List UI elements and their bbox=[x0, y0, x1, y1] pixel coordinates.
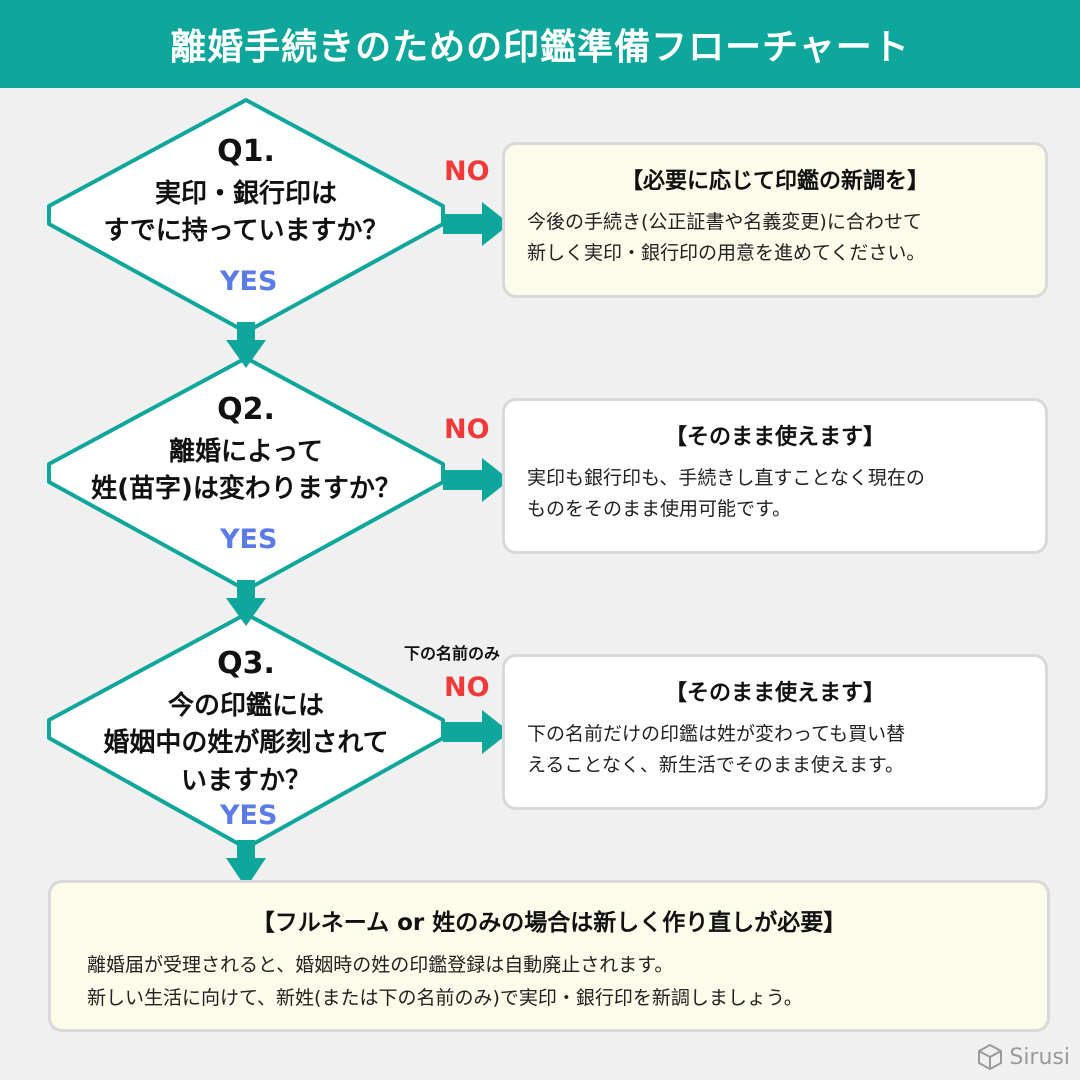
answer-box-2: 【そのまま使えます】 実印も銀行印も、手続きし直すことなく現在の ものをそのまま… bbox=[502, 398, 1048, 554]
arrow-down-1 bbox=[226, 322, 266, 368]
q1-number: Q1. bbox=[217, 134, 275, 169]
q3-note: 下の名前のみ bbox=[404, 644, 501, 663]
answer-2-title: 【そのまま使えます】 bbox=[664, 425, 885, 450]
answer-box-1: 【必要に応じて印鑑の新調を】 今後の手続き(公正証書や名義変更)に合わせて 新し… bbox=[502, 142, 1048, 298]
q3-yes-label: YES bbox=[220, 800, 278, 831]
brand-name: Sirusi bbox=[1009, 1044, 1070, 1070]
arrow-right-1 bbox=[443, 202, 510, 246]
q1-line-1: 実印・銀行印は bbox=[154, 178, 337, 209]
answer-3-line-2: えることなく、新生活でそのまま使えます。 bbox=[527, 754, 904, 777]
q3-line-1: 今の印鑑には bbox=[167, 690, 324, 721]
q3-no-label: NO bbox=[444, 672, 490, 703]
answer-3-body: 下の名前だけの印鑑は姓が変わっても買い替 えることなく、新生活でそのまま使えます… bbox=[527, 719, 1023, 782]
arrow-down-3 bbox=[226, 840, 266, 888]
q2-text: Q2. 離婚によって 姓(苗字)は変わりますか？ bbox=[70, 388, 422, 509]
final-body: 離婚届が受理されると、婚姻時の姓の印鑑登録は自動廃止されます。 新しい生活に向け… bbox=[87, 949, 1011, 1016]
q2-line-1: 離婚によって bbox=[169, 436, 323, 467]
final-line-1: 離婚届が受理されると、婚姻時の姓の印鑑登録は自動廃止されます。 bbox=[87, 954, 674, 976]
page-title: 離婚手続きのための印鑑準備フローチャート bbox=[0, 0, 1080, 88]
brand-logo: Sirusi bbox=[975, 1042, 1070, 1072]
q1-yes-label: YES bbox=[220, 266, 278, 297]
arrow-right-2 bbox=[443, 458, 510, 502]
q3-text: Q3. 今の印鑑には 婚姻中の姓が彫刻されて いますか？ bbox=[60, 642, 432, 801]
q3-line-3: いますか？ bbox=[180, 765, 311, 796]
q3-number: Q3. bbox=[217, 646, 275, 681]
final-box: 【フルネーム or 姓のみの場合は新しく作り直しが必要】 離婚届が受理されると、… bbox=[48, 880, 1050, 1032]
answer-1-title: 【必要に応じて印鑑の新調を】 bbox=[620, 169, 929, 194]
q2-line-2: 姓(苗字)は変わりますか？ bbox=[91, 474, 401, 505]
q2-number: Q2. bbox=[217, 392, 275, 427]
q3-line-2: 婚姻中の姓が彫刻されて bbox=[103, 728, 389, 759]
answer-3-line-1: 下の名前だけの印鑑は姓が変わっても買い替 bbox=[527, 723, 906, 745]
answer-1-line-2: 新しく実印・銀行印の用意を進めてください。 bbox=[527, 242, 926, 265]
final-line-2: 新しい生活に向けて、新姓(または下の名前のみ)で実印・銀行印を新調しましょう。 bbox=[87, 987, 803, 1010]
final-title: 【フルネーム or 姓のみの場合は新しく作り直しが必要】 bbox=[251, 910, 847, 936]
answer-2-line-2: ものをそのまま使用可能です。 bbox=[527, 498, 792, 521]
cube-logo-icon bbox=[978, 1044, 1003, 1070]
answer-2-body: 実印も銀行印も、手続きし直すことなく現在の ものをそのまま使用可能です。 bbox=[527, 463, 1023, 526]
answer-1-body: 今後の手続き(公正証書や名義変更)に合わせて 新しく実印・銀行印の用意を進めてく… bbox=[527, 207, 1023, 270]
arrow-right-3 bbox=[443, 710, 510, 754]
answer-box-3: 【そのまま使えます】 下の名前だけの印鑑は姓が変わっても買い替 えることなく、新… bbox=[502, 654, 1048, 810]
q2-no-label: NO bbox=[444, 414, 490, 445]
answer-2-line-1: 実印も銀行印も、手続きし直すことなく現在の bbox=[527, 467, 925, 489]
q2-yes-label: YES bbox=[220, 524, 278, 555]
answer-3-title: 【そのまま使えます】 bbox=[664, 681, 885, 706]
answer-1-line-1: 今後の手続き(公正証書や名義変更)に合わせて bbox=[527, 211, 922, 233]
arrow-down-2 bbox=[226, 580, 266, 626]
q1-line-2: すでに持っていますか？ bbox=[103, 216, 389, 247]
q1-text: Q1. 実印・銀行印は すでに持っていますか？ bbox=[70, 130, 422, 251]
q1-no-label: NO bbox=[444, 156, 490, 187]
